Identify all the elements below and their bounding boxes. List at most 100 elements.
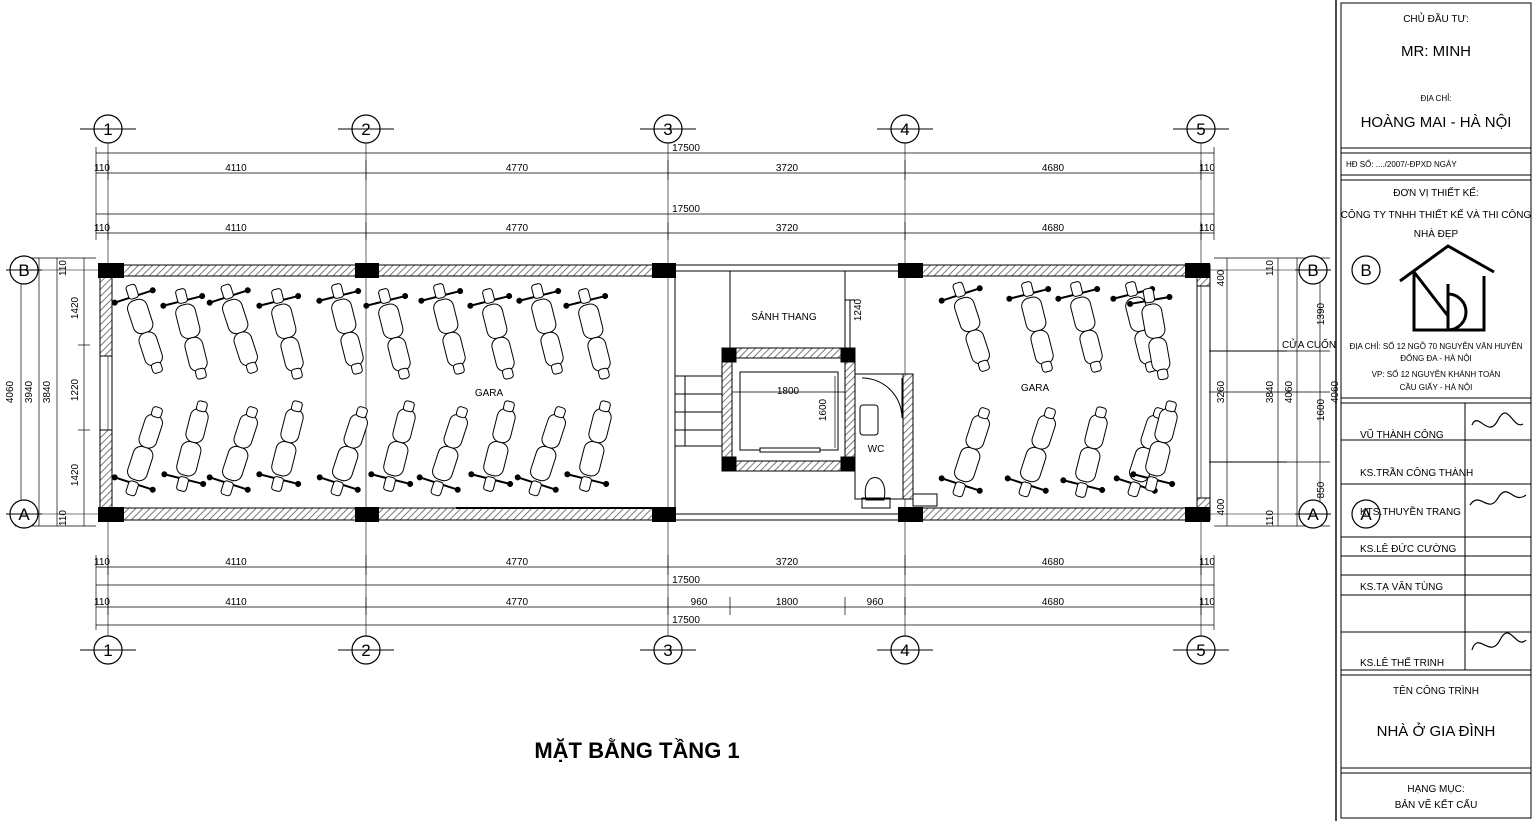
dim-total-bottom-2: 17500 [672,615,700,626]
dim-span-label: 1800 [776,597,799,608]
column [355,263,379,278]
dim-vertical-label: 1240 [853,298,864,321]
room-gara-right: GARA [1021,383,1050,394]
dim-total-top-1: 17500 [672,143,700,154]
motorbike-icon [111,283,163,374]
room-wc: WC [868,444,885,455]
grid-label-col: 3 [663,641,672,660]
stair-core [674,271,855,514]
dim-edge-label: 110 [1199,223,1215,234]
person-name: KS.LÊ ĐỨC CƯỜNG [1360,542,1456,555]
dim-vertical-label: 400 [1216,269,1227,286]
motorbike-icon [368,400,416,492]
grid-label-col: 5 [1196,641,1205,660]
dim-vertical-label: 110 [1265,510,1276,526]
dim-vertical-label: 1420 [70,296,81,319]
project-number: HĐ SỐ: ..../2007/-ĐPXD NGÀY [1346,159,1457,169]
dim-span-label: 4110 [225,223,247,234]
person-name: KS.TRẦN CÔNG THÀNH [1360,466,1473,479]
owner-label: CHỦ ĐẦU TƯ: [1403,12,1469,25]
column [652,263,676,278]
top-dimensions [95,147,1215,240]
right-dimension-labels: 400 400 3260 110 3840 110 4060 1390 1600… [1216,260,1341,526]
dim-span-label: 1800 [777,386,800,397]
wall-bottom-left [99,507,676,521]
motorbike-icon [1055,281,1103,373]
grid-label-row: A [18,505,30,524]
motorbike-icon [206,283,258,374]
grid-label-row: A [1360,505,1372,524]
dim-vertical-label: 1420 [70,463,81,486]
dim-edge-label: 110 [94,163,110,174]
motorbike-icon [1060,406,1108,498]
grid-label-row: B [1360,261,1371,280]
dim-vertical-label: 4060 [5,380,16,403]
left-dimension-labels: 4060 3940 3840 1420 1220 1420 110 110 [5,260,81,526]
dim-edge-label: 110 [94,223,110,234]
motorbike-icon [1004,407,1056,498]
motorbike-icon [316,406,368,497]
dim-span-label: 4680 [1042,597,1065,608]
motorbike-icon [418,283,466,375]
dim-span-label: 960 [691,597,708,608]
wall-top-core [674,264,906,272]
motorbike-icon [1127,287,1173,381]
dim-vertical-label: 3260 [1216,380,1227,403]
bottom-dimension-labels: 110 4110 4770 3720 4680 110 17500 110 41… [94,557,1215,626]
company-logo [1399,244,1495,332]
motorbike-icon [161,400,209,492]
motorbike-icon [516,283,564,375]
dim-total-bottom-1: 17500 [672,575,700,586]
top-dimension-labels: 17500 110 4110 4770 3720 4680 110 17500 … [94,143,1215,234]
wall-bottom-core [674,513,906,521]
dim-span-label: 4110 [225,557,247,568]
dim-span-label: 4770 [506,223,529,234]
company-address-4: CẦU GIẤY - HÀ NỘI [1400,382,1473,392]
column [1185,507,1210,522]
motorbikes [111,281,1178,498]
designer-company-line2: NHÀ ĐẸP [1414,227,1459,240]
motorbike-icon [564,400,612,492]
company-address-2: ĐỐNG ĐA - HÀ NỘI [1400,353,1472,363]
address: HOÀNG MAI - HÀ NỘI [1361,114,1512,131]
dim-vertical-label: 3940 [24,380,35,403]
item-name: BẢN VẼ KẾT CẤU [1395,798,1478,811]
grid-bubble-labels: 1 2 3 4 5 1 2 3 4 5 B A B A B A [18,120,1372,660]
motorbike-icon [206,406,258,497]
motorbike-icon [467,288,515,380]
dim-vertical-label: 110 [1265,260,1276,276]
dim-edge-label: 110 [1199,597,1215,608]
column [98,507,124,522]
grid-label-row: B [1307,261,1318,280]
motorbike-icon [1006,281,1054,373]
motorbike-icon [1130,400,1178,492]
person-name: KS.TẠ VĂN TÙNG [1360,580,1443,593]
grid-label-col: 1 [103,120,112,139]
dim-vertical-label: 1220 [70,378,81,401]
dim-span-label: 4770 [506,597,529,608]
signature [1469,491,1527,506]
dim-vertical-label: 400 [1216,498,1227,515]
motorbike-icon [160,288,208,380]
grid-label-row: A [1307,505,1319,524]
motorbike-icon [938,407,990,498]
column [355,507,379,522]
work-label: TÊN CÔNG TRÌNH [1393,684,1479,697]
columns [98,263,1210,522]
wall-left-upper [99,275,113,357]
grid-bubble-ticks [6,128,1331,651]
person-name: KS.LÊ THẾ TRINH [1360,656,1444,669]
signatures [1469,412,1527,651]
motorbike-icon [938,281,990,372]
motorbike-icon [514,406,566,497]
company-address-1: ĐỊA CHỈ: SỐ 12 NGÕ 70 NGUYỄN VĂN HUYÊN [1350,341,1523,351]
dim-span-label: 960 [867,597,884,608]
wall-top-left [99,264,676,277]
signature [1471,412,1524,428]
dim-span-label: 4680 [1042,223,1065,234]
motorbike-icon [111,406,163,497]
signature [1471,632,1527,651]
lift-shaft [721,347,856,472]
dim-span-label: 4770 [506,557,529,568]
dim-vertical-label: 3840 [42,380,53,403]
